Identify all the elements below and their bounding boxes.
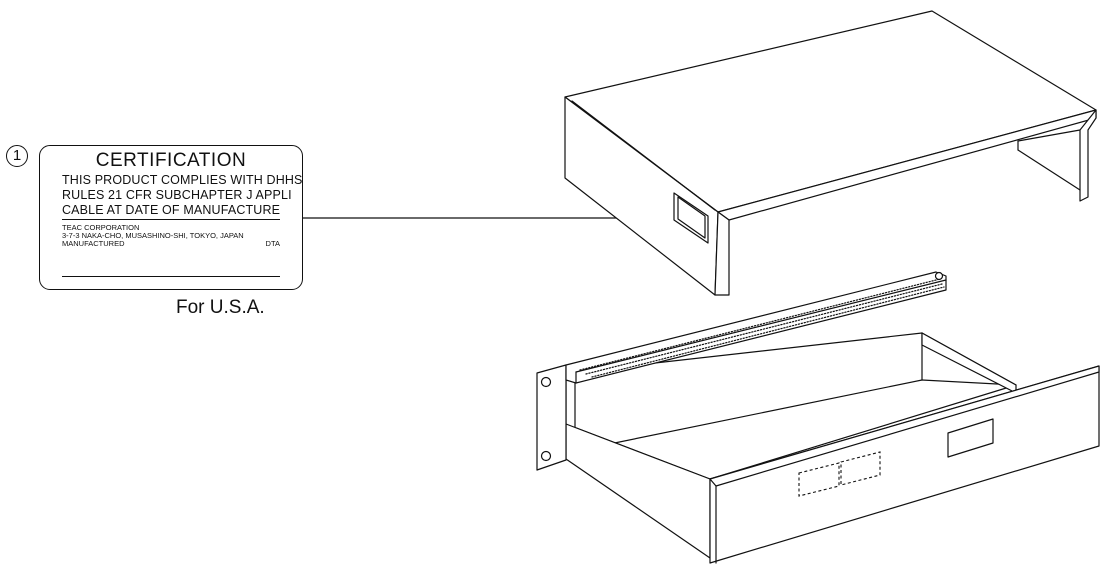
rack-chassis	[536, 271, 1100, 564]
label-address: 3-7-3 NAKA-CHO, MUSASHINO-SHI, TOKYO, JA…	[62, 231, 244, 240]
label-title: CERTIFICATION	[95, 150, 247, 171]
label-signature-line	[62, 276, 280, 277]
region-caption: For U.S.A.	[176, 297, 265, 318]
callout-number: 1	[6, 145, 28, 167]
label-manufactured: MANUFACTURED	[62, 239, 125, 248]
label-divider	[62, 219, 280, 220]
certification-label: CERTIFICATION THIS PRODUCT COMPLIES WITH…	[39, 145, 303, 290]
chassis-label-window	[947, 418, 994, 458]
top-cover	[564, 10, 1097, 296]
label-line-2: RULES 21 CFR SUBCHAPTER J APPLI	[62, 188, 292, 202]
label-dta: DTA	[265, 239, 280, 248]
cover-label-window	[673, 192, 709, 244]
label-company: TEAC CORPORATION	[62, 223, 140, 232]
label-line-3: CABLE AT DATE OF MANUFACTURE	[62, 203, 281, 217]
label-line-1: THIS PRODUCT COMPLIES WITH DHHS	[62, 173, 303, 187]
rail-hatching	[579, 278, 945, 378]
hidden-label-right	[840, 451, 881, 486]
